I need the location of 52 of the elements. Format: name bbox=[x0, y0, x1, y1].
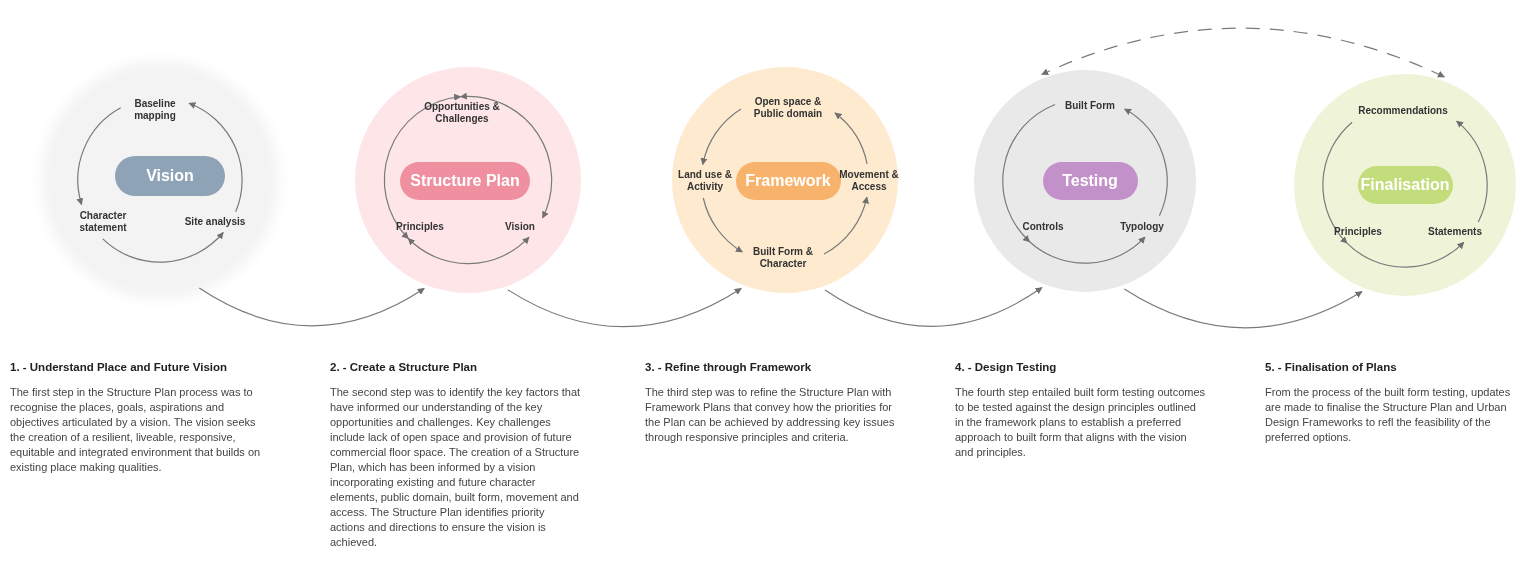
step-heading: 2. - Create a Structure Plan bbox=[330, 361, 478, 373]
arrow bbox=[1029, 236, 1146, 264]
arrow bbox=[1322, 121, 1353, 244]
step-description: The second step was to identify the key factors that have informed our understanding of the key opportunities and challenges. Key challenges include lack of open space and provision of future commercial floor space. The creation of a Structure Plan, which has been informed by a vision incorporating existing and future character elements, public domain, built form, movement and access. The Structure Plan identifies priority actions and directions to ensure the vision is achieved. bbox=[330, 385, 582, 550]
cycle-step-label: Site analysis bbox=[179, 216, 251, 228]
cycle-step-label: Opportunities & Challenges bbox=[419, 101, 505, 125]
cycle-step-label: Typology bbox=[1116, 221, 1168, 233]
cycle-step-label: Controls bbox=[1018, 221, 1068, 233]
arrow bbox=[188, 102, 243, 213]
arrow bbox=[1124, 108, 1168, 217]
stage-pill: Finalisation bbox=[1357, 166, 1453, 204]
cycle-step-label: Baseline mapping bbox=[125, 98, 185, 122]
stage-pill: Vision bbox=[115, 156, 225, 196]
cycle-step-label: Principles bbox=[392, 221, 448, 233]
arrow bbox=[834, 112, 868, 165]
arrow bbox=[823, 196, 869, 255]
cycle-step-label: Recommendations bbox=[1355, 105, 1451, 117]
step-heading: 4. - Design Testing bbox=[955, 361, 1058, 373]
step-description: The fourth step entailed built form testing outcomes to be tested against the design principles outlined in the framework plans to establish a preferred approach to built form that aligns with the vision and principles. bbox=[955, 385, 1207, 460]
step-heading: 5. - Finalisation of Plans bbox=[1265, 361, 1398, 373]
step-heading: 3. - Refine through Framework bbox=[645, 361, 813, 373]
arrow bbox=[459, 93, 553, 219]
arrow bbox=[700, 108, 742, 166]
arrow bbox=[407, 236, 530, 265]
arrow bbox=[102, 231, 224, 263]
cycle-step-label: Character statement bbox=[73, 210, 133, 234]
cycle-step-label: Open space & Public domain bbox=[745, 96, 831, 120]
cycle-step-label: Land use & Activity bbox=[677, 169, 733, 193]
step-description: The first step in the Structure Plan process was to recognise the places, goals, aspirations and objectives articulated by a vision. The vision seeks the creation of a resilient, liveable, responsive, equitable and integrated environment that builds on existing place making qualities. bbox=[10, 385, 262, 475]
arrow bbox=[507, 287, 742, 328]
arrow bbox=[1002, 103, 1056, 243]
arrow bbox=[1123, 288, 1363, 329]
stage-pill: Structure Plan bbox=[400, 162, 530, 200]
arrow bbox=[1041, 27, 1445, 78]
step-description: From the process of the built form testing, updates are made to finalise the Structure Plan and Urban Design Frameworks to refl the feasibility of the preferred options. bbox=[1265, 385, 1512, 445]
arrow bbox=[1456, 120, 1488, 223]
arrow bbox=[198, 287, 425, 327]
step-heading: 1. - Understand Place and Future Vision bbox=[10, 361, 229, 373]
cycle-step-label: Statements bbox=[1422, 226, 1488, 238]
arrow bbox=[76, 107, 122, 206]
arrow bbox=[824, 287, 1043, 327]
arrow bbox=[383, 94, 462, 240]
cycle-step-label: Built Form & Character bbox=[747, 246, 819, 270]
cycle-step-label: Built Form bbox=[1060, 100, 1120, 112]
stage-pill: Testing bbox=[1042, 162, 1138, 200]
arrow bbox=[702, 197, 743, 253]
arrow bbox=[1346, 241, 1465, 268]
cycle-step-label: Movement & Access bbox=[839, 169, 899, 193]
cycle-step-label: Principles bbox=[1330, 226, 1386, 238]
cycle-step-label: Vision bbox=[502, 221, 538, 233]
step-description: The third step was to refine the Structure Plan with Framework Plans that convey how the priorities for the Plan can be achieved by addressing key issues through responsive principles and criteria. bbox=[645, 385, 896, 445]
stage-pill: Framework bbox=[735, 162, 841, 200]
